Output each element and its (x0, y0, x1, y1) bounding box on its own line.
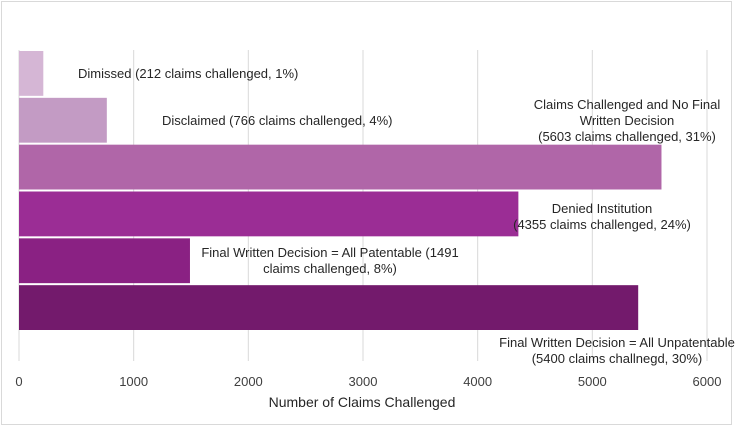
bar-data-label: Final Written Decision = All Unpatentabl… (499, 335, 735, 366)
x-tick-label: 6000 (693, 374, 722, 389)
x-axis-label: Number of Claims Challenged (269, 394, 456, 410)
bar-data-label-line: Denied Institution (552, 201, 652, 216)
bar-data-label: Denied Institution(4355 claims challenge… (513, 201, 691, 232)
bar (19, 285, 639, 330)
bar (19, 238, 190, 284)
bar (19, 191, 519, 237)
x-tick-label: 5000 (578, 374, 607, 389)
bar-data-label: Disclaimed (766 claims challenged, 4%) (162, 113, 393, 128)
bar-data-label-line: Dimissed (212 claims challenged, 1%) (78, 66, 298, 81)
x-tick-label: 4000 (463, 374, 492, 389)
bar (19, 144, 662, 190)
bar-data-label-line: Final Written Decision = All Unpatentabl… (499, 335, 735, 350)
bar-data-label-line: (5603 claims challenged, 31%) (538, 129, 716, 144)
x-tick-label: 0 (15, 374, 22, 389)
bar-data-label-line: Claims Challenged and No Final (534, 97, 721, 112)
bar (19, 97, 107, 143)
bar (19, 51, 44, 96)
bar-data-label-line: Disclaimed (766 claims challenged, 4%) (162, 113, 393, 128)
bar-data-label-line: claims challenged, 8%) (263, 261, 397, 276)
bar-data-label-line: (5400 claims challnegd, 30%) (532, 351, 703, 366)
x-tick-label: 3000 (349, 374, 378, 389)
bar-data-label-line: (4355 claims challenged, 24%) (513, 217, 691, 232)
bars (19, 51, 662, 330)
bar-data-label: Final Written Decision = All Patentable … (201, 245, 458, 276)
x-tick-labels: 0 1000 2000 3000 4000 5000 6000 (15, 374, 721, 389)
bar-data-label-line: Written Decision (580, 113, 674, 128)
data-labels: Dimissed (212 claims challenged, 1%) Disc… (78, 66, 735, 366)
bar-data-label-line: Final Written Decision = All Patentable … (201, 245, 458, 260)
x-tick-label: 2000 (234, 374, 263, 389)
x-tick-label: 1000 (119, 374, 148, 389)
bar-data-label: Dimissed (212 claims challenged, 1%) (78, 66, 298, 81)
